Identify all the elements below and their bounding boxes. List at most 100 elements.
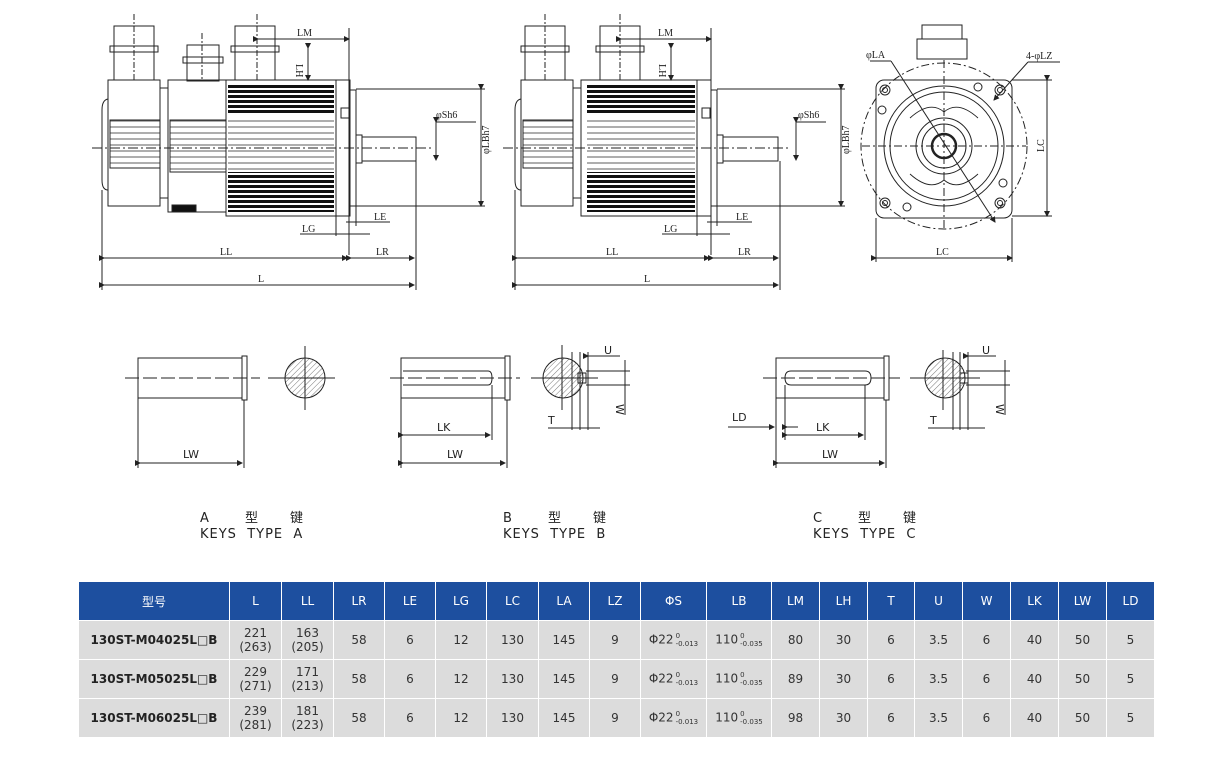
dim-la: φLA (866, 50, 886, 61)
motor-front-view: φLA 4-φLZ LC LC (860, 24, 1060, 262)
dim-lr: LR (376, 247, 389, 258)
cell-t: 6 (868, 699, 914, 737)
cell-ll: 171(213) (282, 660, 333, 698)
dim-l: L (644, 274, 650, 285)
column-header: LA (539, 582, 589, 620)
tolerance-upper: 0 (675, 671, 681, 679)
dim-t: T (929, 414, 937, 427)
tolerance-upper: 0 (740, 632, 745, 640)
tolerance: 0-0.035 (740, 710, 763, 726)
value-ll-brake: (213) (291, 679, 324, 693)
cell-w: 6 (963, 699, 1010, 737)
caption-key: 键 (290, 511, 305, 526)
column-header: ΦS (641, 582, 706, 620)
cell-lw: 50 (1059, 699, 1106, 737)
cell-w: 6 (963, 660, 1010, 698)
cell-lw: 50 (1059, 660, 1106, 698)
cell-model: 130ST-M04025L□B (79, 621, 229, 659)
value-l-brake: (263) (239, 640, 272, 654)
key-type-c-drawing: LD LK LW U W T (728, 344, 1010, 468)
cell-model: 130ST-M06025L□B (79, 699, 229, 737)
tolerance-lower: -0.013 (675, 640, 699, 648)
dim-u: U (604, 344, 612, 357)
column-header: LD (1107, 582, 1154, 620)
tolerance-lower: -0.035 (740, 718, 763, 726)
caption-type: 型 (548, 511, 563, 526)
column-header: LK (1011, 582, 1058, 620)
cell-lw: 50 (1059, 621, 1106, 659)
caption-english: KEYS TYPE A (200, 527, 304, 542)
cell-lk: 40 (1011, 660, 1058, 698)
dim-u: U (982, 344, 990, 357)
tolerance-upper: 0 (675, 710, 681, 718)
cell-ld: 5 (1107, 621, 1154, 659)
cell-lz: 9 (590, 621, 640, 659)
value-lb: 110 (715, 710, 739, 725)
tolerance-lower: -0.013 (675, 718, 699, 726)
cell-lc: 130 (487, 660, 538, 698)
value-l: 239 (244, 704, 267, 718)
cell-lr: 58 (334, 699, 384, 737)
cell-u: 3.5 (915, 621, 962, 659)
tolerance-upper: 0 (740, 671, 745, 679)
column-header: LB (707, 582, 771, 620)
caption-letter: C (813, 511, 824, 526)
dim-lc-vertical: LC (1036, 139, 1047, 152)
caption-type: 型 (245, 511, 260, 526)
tolerance: 0-0.013 (676, 671, 699, 687)
cell-t: 6 (868, 660, 914, 698)
cell-l: 239(281) (230, 699, 281, 737)
cell-ld: 5 (1107, 699, 1154, 737)
caption-english: KEYS TYPE B (503, 527, 607, 542)
cell-lm: 89 (772, 660, 819, 698)
value-ll: 181 (296, 704, 319, 718)
cell-lh: 30 (820, 660, 867, 698)
dim-le: LE (736, 212, 748, 223)
tolerance-lower: -0.013 (675, 679, 699, 687)
cell-ld: 5 (1107, 660, 1154, 698)
dim-w: W (613, 404, 626, 415)
cell-lk: 40 (1011, 621, 1058, 659)
tolerance: 0-0.035 (740, 632, 763, 648)
dim-flange-diameter: φLBh7 (841, 125, 852, 154)
dim-lh: LH (656, 64, 667, 77)
dim-shaft-diameter: φSh6 (436, 110, 457, 121)
value-l-brake: (281) (239, 718, 272, 732)
value-l-brake: (271) (239, 679, 272, 693)
caption-letter: B (503, 511, 513, 526)
dim-t: T (547, 414, 555, 427)
caption-type: 型 (858, 511, 873, 526)
value-lb: 110 (715, 632, 739, 647)
tolerance-upper: 0 (675, 632, 681, 640)
value-ll: 163 (296, 626, 319, 640)
column-header: LH (820, 582, 867, 620)
value-s: Φ22 (648, 710, 674, 725)
cell-w: 6 (963, 621, 1010, 659)
cell-le: 6 (385, 621, 435, 659)
key-type-b-drawing: LK LW U W T (390, 344, 630, 468)
column-header: LE (385, 582, 435, 620)
column-header: LG (436, 582, 486, 620)
cell-lr: 58 (334, 660, 384, 698)
cell-lm: 80 (772, 621, 819, 659)
dim-w: W (993, 404, 1006, 415)
dim-shaft-diameter: φSh6 (798, 110, 819, 121)
dim-lw: LW (183, 448, 199, 461)
cell-lm: 98 (772, 699, 819, 737)
cell-lg: 12 (436, 699, 486, 737)
cell-lz: 9 (590, 699, 640, 737)
dim-le: LE (374, 212, 386, 223)
value-l: 229 (244, 665, 267, 679)
column-header: LZ (590, 582, 640, 620)
technical-drawings: LM LH φSh6 φLBh7 LE LG LL LR L (92, 14, 1060, 468)
dim-ld: LD (732, 411, 747, 424)
